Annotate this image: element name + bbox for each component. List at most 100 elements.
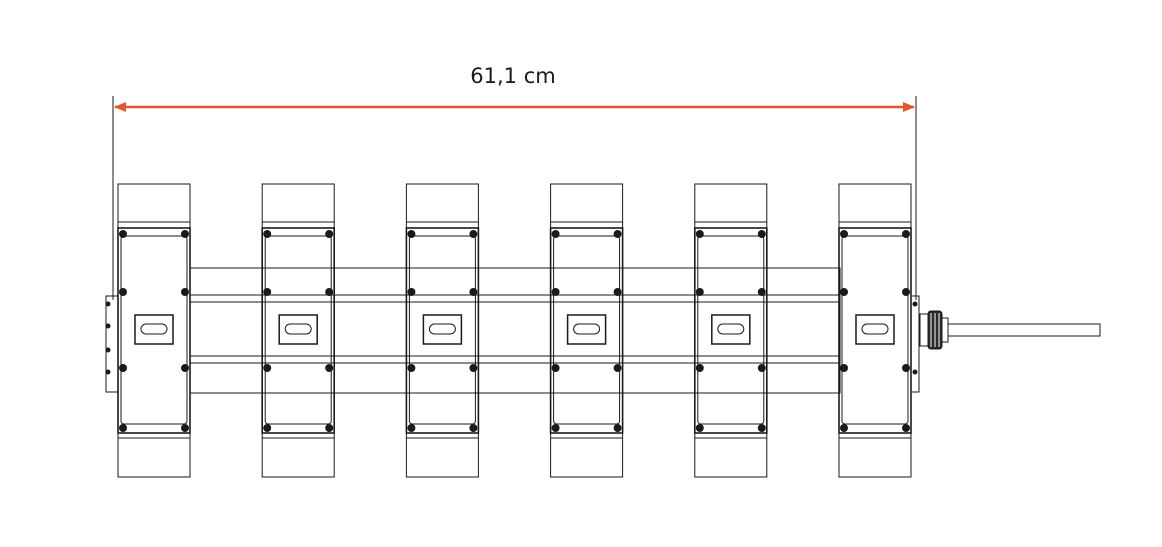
screw-icon — [325, 424, 334, 432]
screw-icon — [551, 288, 560, 296]
screw-icon — [757, 424, 766, 432]
screw-icon — [119, 288, 127, 296]
screw-icon — [325, 230, 334, 238]
led-module — [693, 183, 768, 478]
screw-icon — [551, 424, 560, 432]
screw-icon — [613, 364, 622, 372]
screw-icon — [613, 288, 622, 296]
screw-icon — [469, 288, 478, 296]
screw-icon — [757, 230, 766, 238]
bracket-top — [405, 183, 479, 229]
led-module — [261, 183, 336, 478]
bracket-bottom — [117, 432, 191, 478]
slot-icon — [861, 323, 889, 335]
screw-icon — [840, 288, 848, 296]
screw-icon — [757, 364, 766, 372]
lens-panel — [264, 235, 332, 425]
slot-icon — [284, 323, 312, 335]
screw-icon — [551, 364, 560, 372]
screw-icon — [181, 364, 189, 372]
housing — [405, 227, 480, 434]
screw-icon — [119, 364, 127, 372]
screw-icon — [469, 364, 478, 372]
screw-icon — [469, 230, 478, 238]
rail — [189, 267, 841, 394]
bracket-bottom — [405, 432, 479, 478]
dimension-label: 61,1 cm — [470, 64, 556, 88]
label-plate — [566, 314, 607, 345]
screw-icon — [263, 364, 272, 372]
slot-icon — [573, 323, 601, 335]
lens-panel — [553, 235, 621, 425]
screw-icon — [181, 288, 189, 296]
label-plate — [422, 314, 463, 345]
screw-icon — [695, 424, 704, 432]
screw-icon — [902, 230, 910, 238]
screw-icon — [613, 424, 622, 432]
led-module — [117, 183, 191, 478]
screw-icon — [263, 230, 272, 238]
screw-icon — [181, 424, 189, 432]
led-module — [549, 183, 624, 478]
screw-icon — [263, 424, 272, 432]
module-group — [117, 183, 912, 478]
screw-icon — [407, 364, 416, 372]
housing — [549, 227, 624, 434]
screw-icon — [407, 230, 416, 238]
bracket-bottom — [550, 432, 624, 478]
bracket-top — [550, 183, 624, 229]
bracket-top — [117, 183, 191, 229]
housing — [693, 227, 768, 434]
screw-icon — [551, 230, 560, 238]
lens-panel — [120, 235, 188, 425]
screw-icon — [469, 424, 478, 432]
screw-icon — [263, 288, 272, 296]
screw-icon — [119, 230, 127, 238]
screw-icon — [181, 230, 189, 238]
screw-icon — [902, 364, 910, 372]
led-module — [405, 183, 480, 478]
screw-icon — [840, 424, 848, 432]
cable-gland — [919, 310, 949, 350]
housing — [838, 227, 912, 434]
bracket-bottom — [694, 432, 768, 478]
lens-panel — [408, 235, 476, 425]
label-plate — [278, 314, 318, 345]
screw-icon — [757, 288, 766, 296]
label-plate — [134, 314, 174, 345]
power-cable — [947, 323, 1101, 337]
screw-icon — [407, 288, 416, 296]
bracket-bottom — [261, 432, 335, 478]
bracket-top — [694, 183, 768, 229]
screw-icon — [325, 364, 334, 372]
screw-icon — [695, 230, 704, 238]
housing — [117, 227, 191, 434]
dimension-line — [112, 96, 917, 300]
label-plate — [711, 314, 751, 345]
end-cap-right — [910, 295, 920, 393]
screw-icon — [902, 424, 910, 432]
screw-icon — [840, 364, 848, 372]
screw-icon — [695, 364, 704, 372]
screw-icon — [695, 288, 704, 296]
label-plate — [855, 314, 895, 345]
slot-icon — [428, 323, 456, 335]
screw-icon — [840, 230, 848, 238]
bracket-top — [838, 183, 912, 229]
bracket-bottom — [838, 432, 912, 478]
housing — [261, 227, 336, 434]
slot-icon — [717, 323, 745, 335]
slot-icon — [140, 323, 168, 335]
end-cap-left — [105, 295, 119, 393]
lens-panel — [697, 235, 765, 425]
lens-panel — [841, 235, 909, 425]
screw-icon — [407, 424, 416, 432]
screw-icon — [119, 424, 127, 432]
bracket-top — [261, 183, 335, 229]
led-module — [838, 183, 912, 478]
screw-icon — [325, 288, 334, 296]
screw-icon — [613, 230, 622, 238]
screw-icon — [902, 288, 910, 296]
